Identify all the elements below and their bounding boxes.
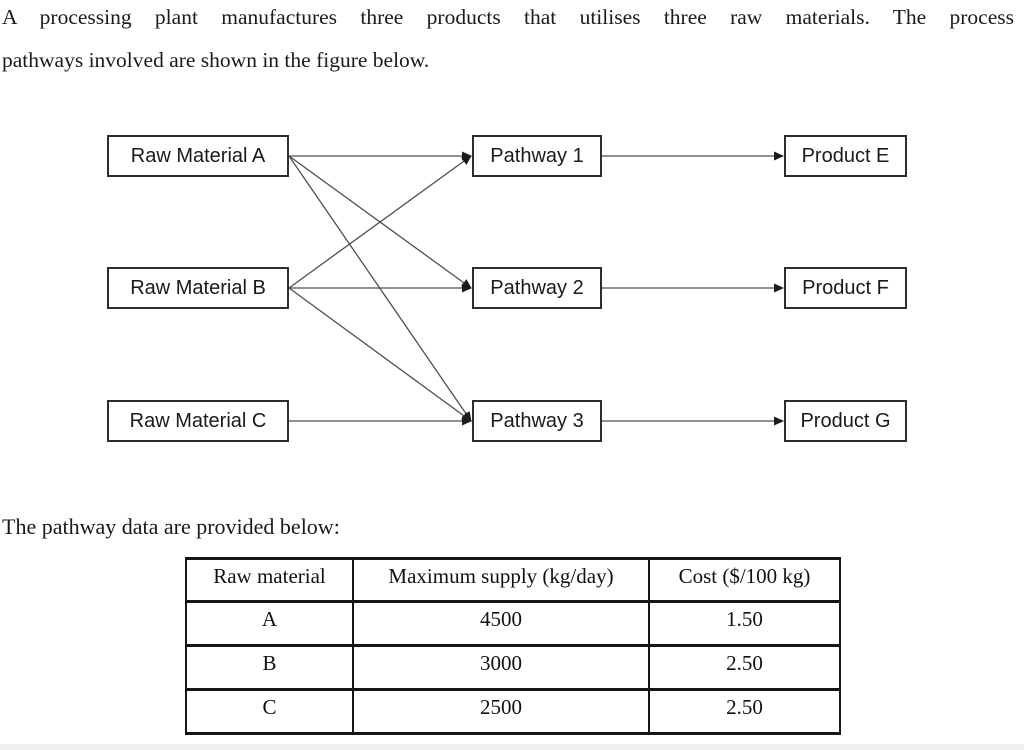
- page-bottom-strip: [0, 744, 1024, 750]
- cell-material: A: [185, 600, 354, 647]
- flow-arrow-raw_b-to-pathway_1: [288, 155, 472, 289]
- cell-max-supply: 2500: [352, 688, 650, 735]
- intro-line-1: A processing plant manufactures three pr…: [2, 5, 1014, 29]
- cell-cost: 2.50: [648, 644, 841, 691]
- node-pathway-2: Pathway 2: [472, 267, 602, 309]
- node-product-e: Product E: [784, 135, 907, 177]
- cell-max-supply: 3000: [352, 644, 650, 691]
- cell-cost: 2.50: [648, 688, 841, 735]
- table-row: C 2500 2.50: [185, 688, 841, 735]
- pathway-data-table: Raw material Maximum supply (kg/day) Cos…: [185, 557, 841, 735]
- cell-cost: 1.50: [648, 600, 841, 647]
- intro-paragraph: A processing plant manufactures three pr…: [2, 0, 1014, 82]
- header-raw-material: Raw material: [185, 557, 354, 603]
- node-raw-material-b: Raw Material B: [107, 267, 289, 309]
- header-max-supply: Maximum supply (kg/day): [352, 557, 650, 603]
- intro-line-2: pathways involved are shown in the figur…: [2, 48, 430, 72]
- node-raw-material-a: Raw Material A: [107, 135, 289, 177]
- cell-material: C: [185, 688, 354, 735]
- node-product-g: Product G: [784, 400, 907, 442]
- flow-arrow-raw_a-to-pathway_2: [288, 155, 472, 289]
- node-pathway-1: Pathway 1: [472, 135, 602, 177]
- flow-arrow-raw_b-to-pathway_3: [288, 287, 472, 422]
- header-cost: Cost ($/100 kg): [648, 557, 841, 603]
- cell-material: B: [185, 644, 354, 691]
- table-row: A 4500 1.50: [185, 600, 841, 647]
- table-intro-text: The pathway data are provided below:: [2, 514, 340, 539]
- node-pathway-3: Pathway 3: [472, 400, 602, 442]
- node-product-f: Product F: [784, 267, 907, 309]
- cell-max-supply: 4500: [352, 600, 650, 647]
- flow-arrow-raw_a-to-pathway_3: [288, 155, 472, 422]
- table-header-row: Raw material Maximum supply (kg/day) Cos…: [185, 557, 841, 603]
- node-raw-material-c: Raw Material C: [107, 400, 289, 442]
- table-row: B 3000 2.50: [185, 644, 841, 691]
